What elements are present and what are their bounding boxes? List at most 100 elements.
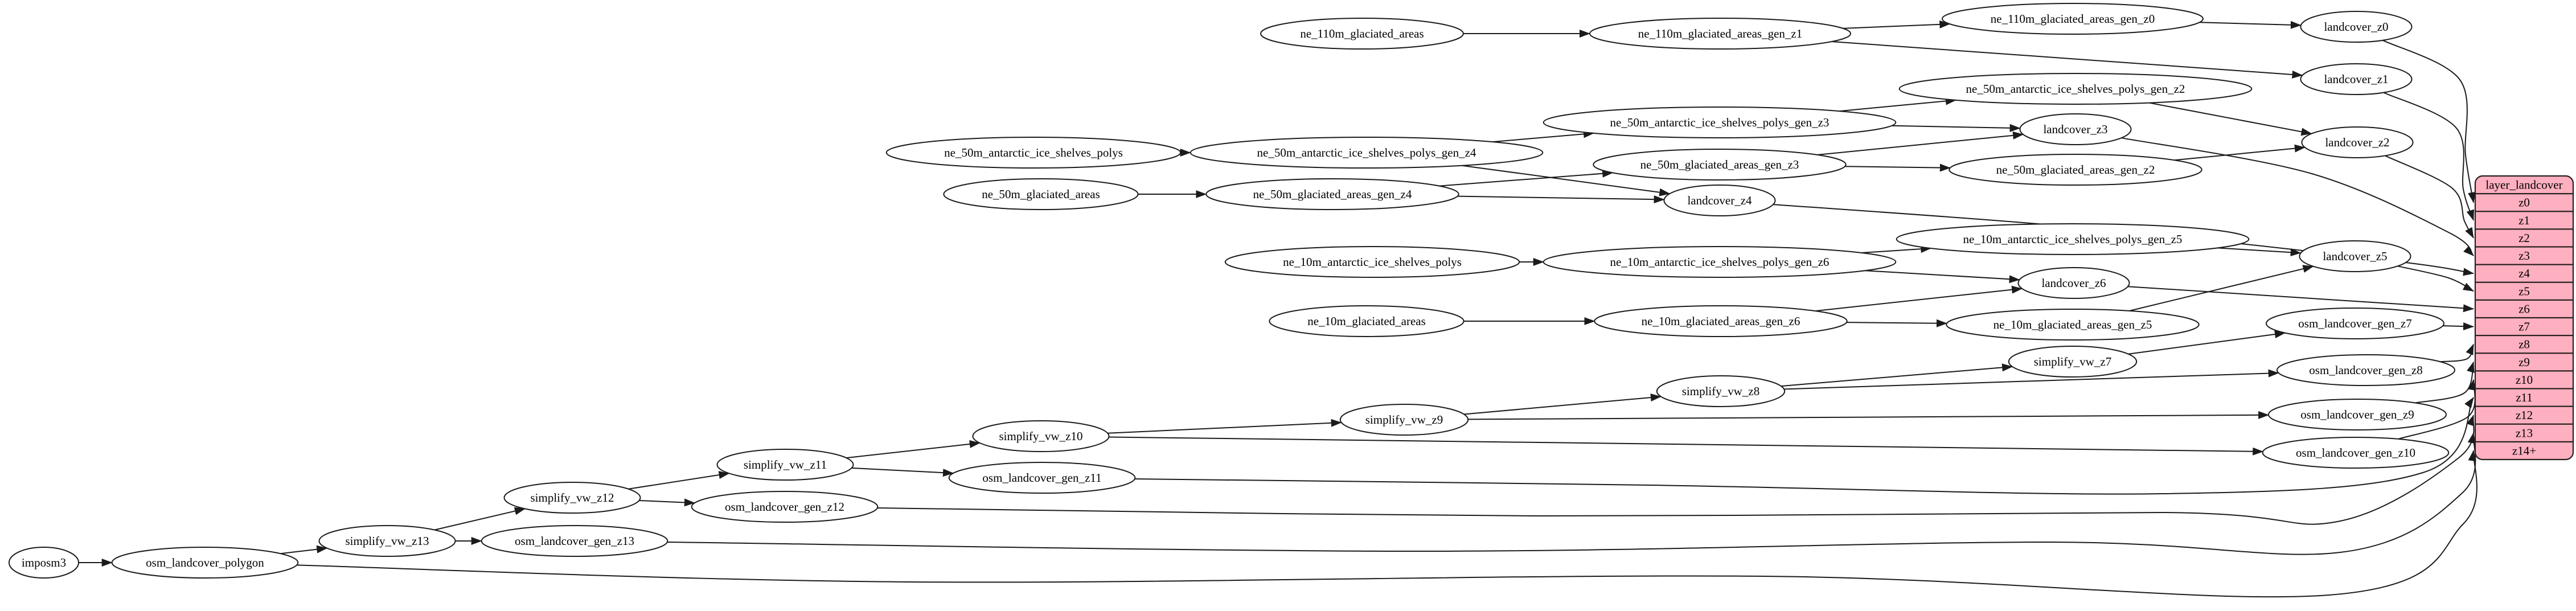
edge-landcover_z5-to-z5 (2397, 265, 2474, 292)
edge-simplify_vw_z12-to-simplify_vw_z11 (628, 471, 730, 490)
edge-simplify_vw_z10-to-simplify_vw_z9 (1107, 419, 1342, 434)
table-title: layer_landcover (2485, 178, 2562, 192)
edge-simplify_vw_z8-to-osm_landcover_gen_z8 (1784, 369, 2279, 390)
node-ellipse (1589, 18, 1851, 50)
node-label: ne_10m_antarctic_ice_shelves_polys (1283, 255, 1462, 269)
node-label: simplify_vw_z9 (1365, 413, 1443, 427)
node-landcover_z0: landcover_z0 (2300, 11, 2413, 43)
node-label: simplify_vw_z10 (999, 429, 1083, 443)
node-ne_10m_glaciated_areas_gen_z6: ne_10m_glaciated_areas_gen_z6 (1594, 305, 1848, 337)
edge-landcover_z2-to-z2 (2385, 155, 2474, 239)
node-ne_10m_antarctic_ice_shelves_polys_gen_z5: ne_10m_antarctic_ice_shelves_polys_gen_z… (1896, 223, 2250, 255)
table-row-z3: z3 (2518, 249, 2530, 263)
node-osm_landcover_gen_z12: osm_landcover_gen_z12 (691, 491, 879, 523)
node-ne_50m_glaciated_areas_gen_z2: ne_50m_glaciated_areas_gen_z2 (1949, 154, 2202, 186)
edge-osm_landcover_gen_z7-to-z7 (2443, 322, 2474, 331)
node-label: landcover_z3 (2043, 122, 2107, 136)
edge-simplify_vw_z7-to-osm_landcover_gen_z7 (2128, 330, 2286, 355)
node-simplify_vw_z8: simplify_vw_z8 (1656, 375, 1786, 407)
node-osm_landcover_gen_z10: osm_landcover_gen_z10 (2262, 437, 2450, 469)
node-label: ne_50m_antarctic_ice_shelves_polys_gen_z… (1257, 146, 1476, 159)
edge-simplify_vw_z9-to-simplify_vw_z8 (1464, 393, 1662, 415)
node-label: ne_50m_glaciated_areas (982, 187, 1100, 201)
node-landcover_z4: landcover_z4 (1663, 184, 1776, 216)
node-ellipse (1189, 137, 1544, 169)
node-landcover_z2: landcover_z2 (2301, 126, 2414, 158)
node-label: landcover_z6 (2041, 276, 2106, 290)
table-row-z4: z4 (2518, 266, 2530, 280)
node-label: ne_50m_glaciated_areas_gen_z3 (1640, 158, 1799, 171)
node-ne_10m_glaciated_areas_gen_z5: ne_10m_glaciated_areas_gen_z5 (1946, 309, 2200, 341)
node-ellipse (1269, 305, 1465, 337)
node-ellipse (885, 137, 1182, 169)
node-label: ne_110m_glaciated_areas (1300, 27, 1424, 40)
node-ellipse (2008, 346, 2138, 378)
node-ne_110m_glaciated_areas_gen_z1: ne_110m_glaciated_areas_gen_z1 (1589, 18, 1851, 50)
edge-ne_50m_antarctic_ice_shelves_polys_gen_z2-to-landcover_z2 (2149, 102, 2312, 136)
node-label: ne_10m_glaciated_areas_gen_z6 (1642, 314, 1800, 328)
node-ne_50m_antarctic_ice_shelves_polys_gen_z3: ne_50m_antarctic_ice_shelves_polys_gen_z… (1543, 106, 1897, 138)
edge-ne_50m_glaciated_areas_gen_z4-to-landcover_z4 (1457, 195, 1665, 204)
node-ellipse (2300, 63, 2413, 95)
node-ne_50m_antarctic_ice_shelves_polys: ne_50m_antarctic_ice_shelves_polys (885, 137, 1182, 169)
edge-osm_landcover_gen_z9-to-z9 (2415, 361, 2475, 404)
node-ellipse (1949, 154, 2202, 186)
node-ellipse (1663, 184, 1776, 216)
node-label: simplify_vw_z12 (531, 491, 614, 505)
table-row-z10: z10 (2516, 373, 2533, 387)
edge-ne_110m_glaciated_areas_gen_z1-to-ne_110m_glaciated_areas_gen_z0 (1843, 20, 1951, 29)
node-ellipse (1896, 223, 2250, 255)
table-row-z7: z7 (2518, 320, 2530, 334)
node-ellipse (1543, 106, 1897, 138)
table-row-z14+: z14+ (2512, 444, 2536, 457)
node-ellipse (1339, 404, 1469, 436)
table-row-z0: z0 (2518, 196, 2530, 210)
node-ellipse (1594, 305, 1848, 337)
node-label: osm_landcover_polygon (146, 556, 264, 569)
edge-ne_50m_glaciated_areas_gen_z3-to-ne_50m_glaciated_areas_gen_z2 (1845, 163, 1951, 172)
edge-ne_110m_glaciated_areas_gen_z1-to-landcover_z1 (1831, 41, 2303, 79)
edge-osm_landcover_polygon-to-z14+ (297, 450, 2477, 598)
node-label: ne_50m_antarctic_ice_shelves_polys_gen_z… (1966, 82, 2185, 96)
table-row-z1: z1 (2518, 214, 2530, 227)
node-ellipse (2301, 126, 2414, 158)
edge-ne_50m_glaciated_areas_gen_z2-to-landcover_z2 (2174, 144, 2306, 161)
table-row-z5: z5 (2518, 284, 2530, 298)
node-ne_50m_glaciated_areas: ne_50m_glaciated_areas (943, 178, 1139, 210)
node-label: simplify_vw_z13 (346, 534, 429, 548)
node-ellipse (2019, 113, 2132, 145)
edge-simplify_vw_z8-to-simplify_vw_z7 (1781, 363, 2013, 387)
node-label: landcover_z2 (2325, 136, 2389, 149)
edge-landcover_z3-to-z3 (2121, 137, 2474, 256)
node-ellipse (2017, 267, 2130, 299)
edge-ne_50m_glaciated_areas_gen_z3-to-landcover_z3 (1817, 131, 2024, 155)
edge-simplify_vw_z11-to-osm_landcover_gen_z11 (851, 467, 954, 477)
node-ellipse (716, 449, 854, 481)
node-label: landcover_z4 (1687, 194, 1752, 207)
node-label: simplify_vw_z8 (1682, 384, 1760, 398)
node-ellipse (2276, 354, 2455, 386)
node-label: ne_10m_glaciated_areas_gen_z5 (1993, 318, 2152, 331)
node-label: ne_10m_antarctic_ice_shelves_polys_gen_z… (1610, 255, 1830, 269)
node-ellipse (111, 547, 299, 579)
node-ellipse (1543, 246, 1897, 278)
edge-landcover_z6-to-z6 (2127, 286, 2474, 313)
node-landcover_z6: landcover_z6 (2017, 267, 2130, 299)
node-ellipse (1205, 178, 1459, 210)
table-row-z13: z13 (2516, 426, 2533, 440)
node-ellipse (1224, 246, 1520, 278)
node-ellipse (943, 178, 1139, 210)
node-ellipse (1942, 3, 2204, 35)
node-osm_landcover_gen_z8: osm_landcover_gen_z8 (2276, 354, 2455, 386)
node-label: osm_landcover_gen_z10 (2296, 446, 2415, 460)
node-ellipse (948, 462, 1136, 494)
node-ellipse (972, 420, 1110, 452)
node-simplify_vw_z13: simplify_vw_z13 (318, 525, 456, 557)
node-ellipse (1656, 375, 1786, 407)
node-ne_10m_antarctic_ice_shelves_polys_gen_z6: ne_10m_antarctic_ice_shelves_polys_gen_z… (1543, 246, 1897, 278)
node-landcover_z5: landcover_z5 (2299, 240, 2411, 272)
node-label: osm_landcover_gen_z12 (725, 500, 844, 514)
